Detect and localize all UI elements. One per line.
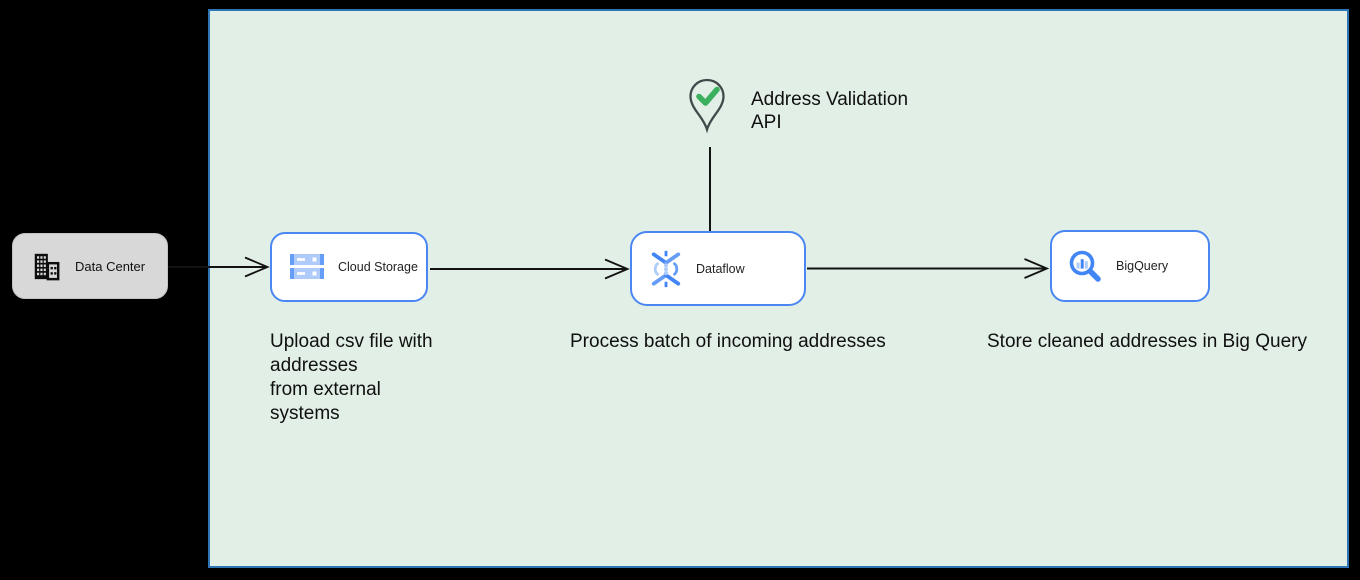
desc-line: Process batch of incoming addresses [570, 331, 886, 352]
node-cloud-storage[interactable]: Cloud Storage [270, 232, 428, 302]
bigquery-icon [1067, 248, 1103, 284]
desc-bigquery: Store cleaned addresses in Big Query [987, 330, 1307, 354]
node-bigquery[interactable]: BigQuery [1050, 230, 1210, 302]
cloud-storage-icon [289, 252, 325, 282]
building-icon [31, 251, 61, 281]
desc-line: systems [270, 403, 340, 424]
api-callout-label: Address Validation API [751, 88, 908, 134]
desc-line: addresses [270, 355, 358, 376]
api-label-line: Address Validation [751, 89, 909, 110]
node-label: Cloud Storage [338, 260, 418, 274]
node-dataflow[interactable]: Dataflow [630, 231, 806, 306]
desc-cloud-storage: Upload csv file with addresses from exte… [270, 330, 433, 426]
desc-line: from external [270, 379, 381, 400]
desc-line: Upload csv file with [270, 331, 433, 352]
desc-line: Store cleaned addresses in Big Query [987, 331, 1308, 352]
api-label-line: API [751, 112, 782, 133]
dataflow-icon [649, 250, 683, 288]
node-data-center[interactable]: Data Center [12, 233, 168, 299]
node-label: BigQuery [1116, 259, 1169, 273]
node-label: Data Center [75, 258, 146, 274]
desc-dataflow: Process batch of incoming addresses [570, 330, 886, 354]
map-pin-check-icon [689, 78, 725, 134]
node-label: Dataflow [696, 261, 745, 276]
